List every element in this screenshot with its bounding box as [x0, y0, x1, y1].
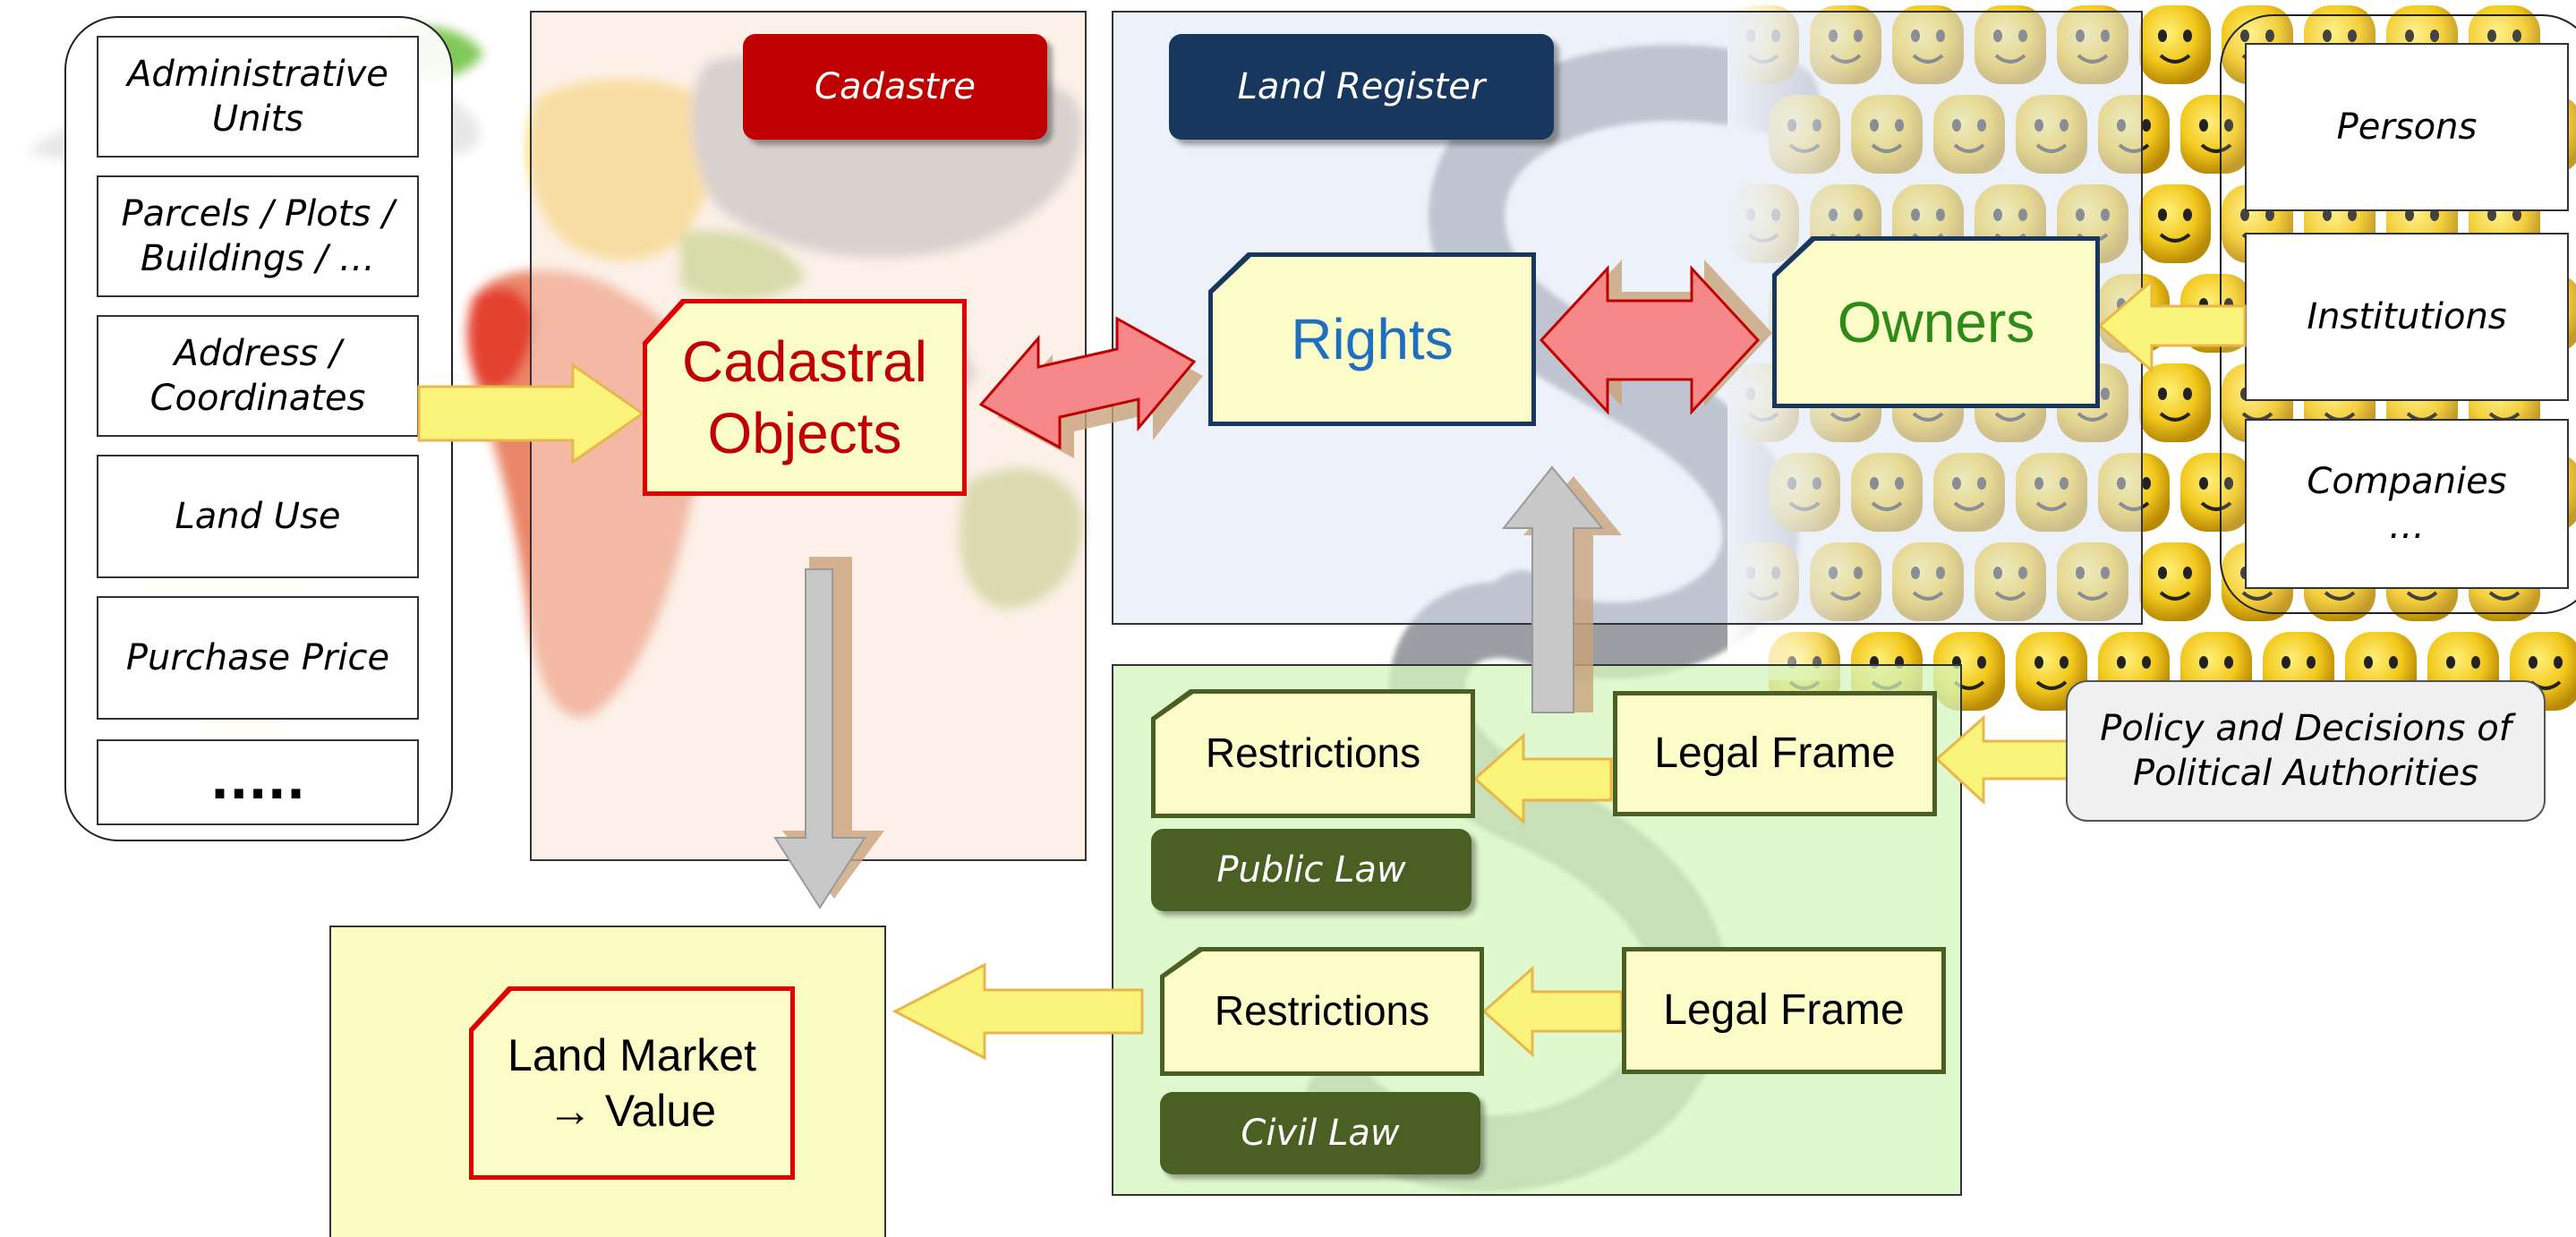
public-legal-frame-box: Legal Frame [1613, 691, 1937, 816]
public-restrictions-box: Restrictions [1151, 689, 1475, 818]
attribute-parcels: Parcels / Plots / Buildings / … [97, 175, 419, 297]
public-law-label: Public Law [1151, 829, 1471, 911]
civil-legal-frame-box: Legal Frame [1622, 947, 1946, 1074]
toy-face-eye [2348, 30, 2357, 42]
toy-face-eye [2487, 209, 2496, 221]
toy-face-eye [2323, 30, 2332, 42]
cadastral-objects-box: Cadastral Objects [643, 299, 967, 496]
toy-face-eye [2199, 477, 2208, 490]
arrow-policy-to-legalframe [1934, 714, 2075, 806]
toy-face [2180, 95, 2252, 174]
toy-face-eye [2224, 119, 2233, 132]
toy-face-eye [2554, 656, 2563, 669]
toy-face-eye [2224, 656, 2233, 669]
arrow-legalframe-to-civil-restrictions [1481, 965, 1624, 1058]
owner-type-persons: Persons [2245, 43, 2569, 211]
owners-box: Owners [1772, 236, 2100, 408]
toy-face-eye [2405, 209, 2414, 221]
arrow-objects-to-market [773, 568, 866, 909]
arrow-legalframe-to-rights [1501, 465, 1605, 713]
toy-face-eye [2224, 477, 2233, 490]
toy-face-eye [2430, 209, 2439, 221]
toy-face-mouth [2488, 591, 2521, 601]
toy-face-eye [2307, 656, 2316, 669]
arrow-legalframe-to-public-restrictions [1472, 732, 1613, 825]
toy-face-eye [2512, 30, 2521, 42]
rights-box: Rights [1208, 252, 1536, 426]
public-restrictions-label: Restrictions [1205, 729, 1421, 777]
policy-box: Policy and Decisions of Political Author… [2066, 680, 2546, 822]
toy-face-eye [2199, 656, 2208, 669]
toy-face-eye [2323, 209, 2332, 221]
toy-face-mouth [2159, 591, 2191, 601]
toy-face-eye [2158, 209, 2167, 221]
toy-face-eye [2405, 30, 2414, 42]
arrow-institutions-to-owners [2097, 277, 2247, 374]
toy-face-eye [2158, 567, 2167, 579]
civil-restrictions-box: Restrictions [1160, 947, 1484, 1076]
toy-face-eye [2158, 30, 2167, 42]
toy-face-mouth [2159, 233, 2191, 243]
owners-label: Owners [1837, 290, 2035, 354]
toy-face-eye [2183, 30, 2192, 42]
toy-face-eye [2158, 388, 2167, 400]
arrow-rights-owners [1539, 265, 1761, 415]
land-market-box: Land Market → Value [469, 986, 795, 1180]
toy-face-mouth [2406, 591, 2438, 601]
toy-face-mouth [2200, 501, 2232, 511]
cadastre-header: Cadastre [743, 34, 1047, 140]
arrow-objects-rights [978, 316, 1197, 450]
toy-face-eye [2265, 209, 2274, 221]
toy-face-eye [2240, 209, 2249, 221]
attribute-land-use: Land Use [97, 455, 419, 578]
toy-face-eye [2364, 656, 2373, 669]
toy-face-eye [2529, 656, 2538, 669]
arrow-restrictions-to-market [891, 962, 1144, 1061]
attribute-address: Address / Coordinates [97, 315, 419, 437]
toy-face-eye [2512, 209, 2521, 221]
civil-law-label: Civil Law [1160, 1092, 1480, 1174]
toy-face [2180, 453, 2252, 532]
toy-face-eye [2199, 119, 2208, 132]
toy-face-eye [2282, 656, 2290, 669]
toy-face-eye [2183, 209, 2192, 221]
attribute-more: ..... [97, 739, 419, 825]
toy-face-mouth [2159, 412, 2191, 422]
toy-face-eye [2487, 30, 2496, 42]
toy-face-eye [2183, 388, 2192, 400]
arrow-attributes-to-objects [417, 363, 645, 465]
owner-type-companies: Companies … [2245, 419, 2569, 589]
cadastral-objects-label: Cadastral Objects [682, 329, 927, 465]
owner-type-institutions: Institutions [2245, 233, 2569, 401]
toy-face-mouth [2200, 143, 2232, 153]
toy-face-eye [2471, 656, 2480, 669]
toy-face-eye [2348, 209, 2357, 221]
toy-face-eye [2430, 30, 2439, 42]
toy-face-eye [2446, 656, 2455, 669]
rights-label: Rights [1291, 307, 1454, 371]
toy-face-eye [2389, 656, 2398, 669]
attribute-administrative-units: Administrative Units [97, 36, 419, 158]
toy-face-mouth [2035, 680, 2068, 690]
toy-face-mouth [2324, 591, 2356, 601]
toy-face-eye [2183, 567, 2192, 579]
attribute-purchase-price: Purchase Price [97, 596, 419, 720]
land-market-label: Land Market → Value [508, 1029, 756, 1137]
toy-face-mouth [2159, 54, 2191, 64]
land-register-header: Land Register [1169, 34, 1554, 140]
civil-restrictions-label: Restrictions [1214, 987, 1430, 1035]
